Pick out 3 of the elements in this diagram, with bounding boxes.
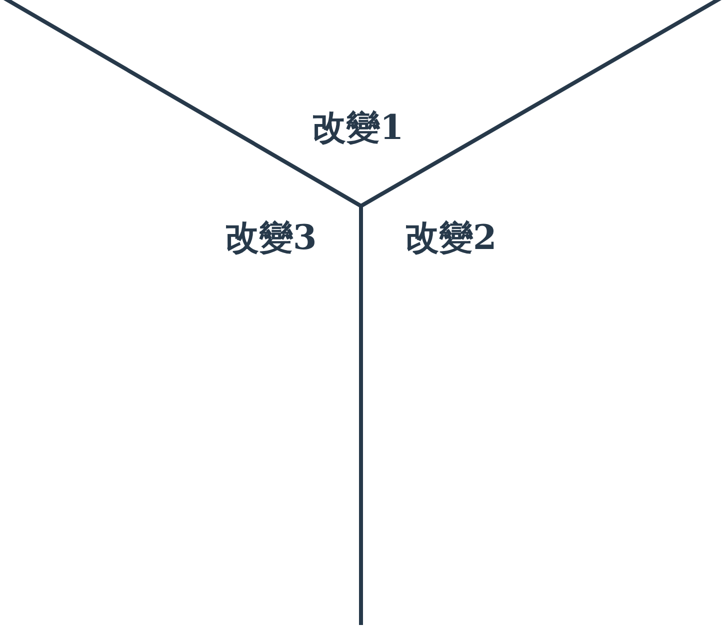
region-label: 改變2 xyxy=(405,218,497,258)
region-label: 改變1 xyxy=(312,108,404,148)
region-label: 改變3 xyxy=(225,218,317,258)
